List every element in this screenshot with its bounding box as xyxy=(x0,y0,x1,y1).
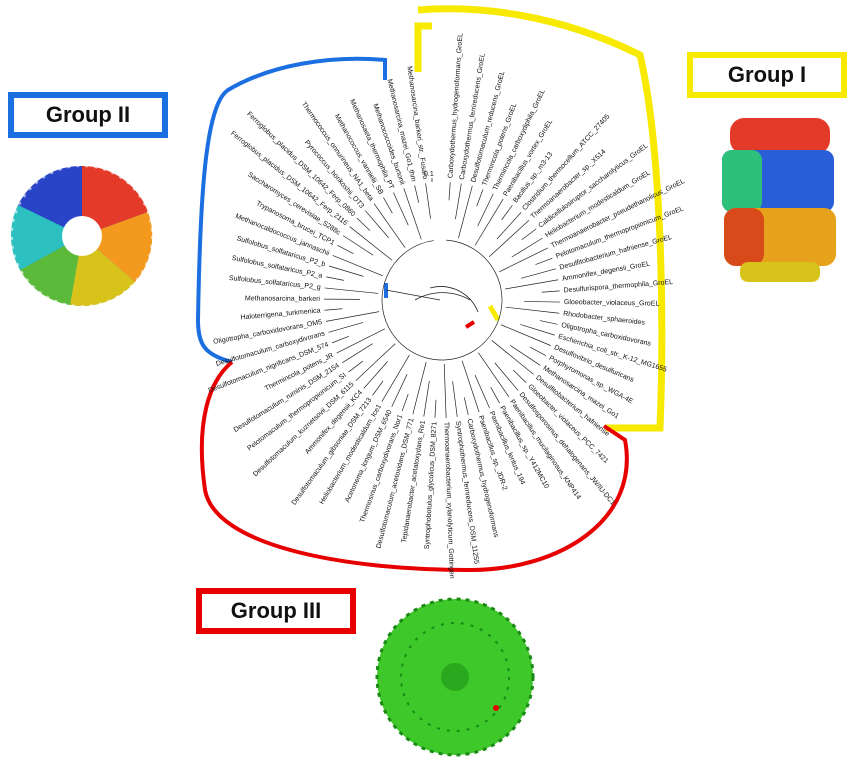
tree-branch xyxy=(520,268,556,279)
tree-branch xyxy=(496,212,522,240)
tree-branch xyxy=(325,311,380,322)
tree-branch xyxy=(348,360,364,373)
tree-branch xyxy=(523,301,560,303)
tree-inner-arc xyxy=(381,239,503,361)
group-iii-protein-structure xyxy=(375,597,535,757)
group-ii-label: Group II xyxy=(8,92,168,138)
tree-branch xyxy=(490,387,500,404)
tree-branch xyxy=(356,217,371,231)
tree-branch xyxy=(478,352,510,398)
tree-branch xyxy=(488,220,530,258)
tree-branch xyxy=(425,183,431,219)
tree-branch xyxy=(501,205,513,220)
tree-branch xyxy=(423,380,430,417)
tree-branch xyxy=(521,228,537,241)
tree-branch xyxy=(401,393,409,412)
tree-branch xyxy=(494,362,519,391)
tree-branch xyxy=(463,397,469,416)
scale-bar-label: 0.1 xyxy=(424,171,434,178)
tree-branch xyxy=(458,185,473,239)
tree-branch xyxy=(499,247,549,273)
tree-branch xyxy=(500,324,551,346)
tree-branch xyxy=(452,381,458,418)
tree-branch xyxy=(477,193,494,227)
tree-leaf-label: Thermoanaerobacterium_xylanolyticum_Gott… xyxy=(442,422,454,579)
tree-branch xyxy=(324,308,343,311)
group-i-protein-structure xyxy=(722,118,836,282)
tree-branch xyxy=(505,306,560,314)
group-i-marker xyxy=(487,304,501,322)
tree-leaves: Carboxydothermus_hydrogenoformans_GroELC… xyxy=(208,33,686,579)
group-i-label: Group I xyxy=(687,52,847,98)
tree-branch xyxy=(393,192,409,226)
group-ii-protein-structure xyxy=(10,165,153,307)
tree-branch xyxy=(383,197,393,214)
tree-branch xyxy=(381,354,410,402)
tree-branch xyxy=(476,189,484,207)
tree-branch xyxy=(455,183,462,220)
tree-branch xyxy=(461,360,480,413)
tree-branch xyxy=(474,198,504,246)
tree-branch xyxy=(324,287,379,294)
tree-leaf-label: Desulfurispora_thermophila_GroEL xyxy=(563,279,673,294)
tree-branch xyxy=(448,182,451,201)
tree-leaf-label: Sulfolobus_solfataricus_P2_g xyxy=(228,275,321,291)
tree-leaf-label: Methanosarcina_barkeri xyxy=(245,295,321,303)
tree-branch xyxy=(491,340,534,375)
tree-leaf-label: Gloeobacter_violaceus_GroEL xyxy=(564,299,660,308)
tree-branch xyxy=(355,343,396,381)
tree-branch xyxy=(520,324,555,336)
group-i-bracket xyxy=(414,5,666,432)
tree-branch xyxy=(363,361,388,389)
group-iii-bracket xyxy=(199,360,629,573)
tree-branch xyxy=(328,265,364,277)
tree-branch xyxy=(474,374,490,409)
tree-leaf-label: Haloterrigena_turkmenica xyxy=(240,307,321,321)
tree-branch xyxy=(412,361,427,415)
tree-branch xyxy=(341,343,373,364)
tree-branch xyxy=(510,345,541,366)
tree-branch xyxy=(391,374,408,407)
group-ii-bracket xyxy=(195,56,387,364)
tree-branch xyxy=(342,235,374,256)
tree-branch xyxy=(326,276,345,281)
tree-branch xyxy=(513,369,527,383)
tree-branch xyxy=(504,279,559,290)
tree-branch xyxy=(443,363,447,418)
tree-branch xyxy=(529,346,547,357)
tree-branch xyxy=(331,336,349,344)
tree-branch xyxy=(328,322,364,333)
tree-branch xyxy=(434,399,437,418)
tree-branch xyxy=(403,188,422,240)
tree-branch xyxy=(372,380,384,396)
tree-branch xyxy=(414,185,420,203)
tree-branch xyxy=(541,290,560,293)
tree-branch xyxy=(364,210,389,238)
tree-branch xyxy=(349,226,393,261)
tree-branch xyxy=(373,203,406,248)
tree-branch xyxy=(511,237,543,258)
tree-branch xyxy=(535,257,553,265)
tree-root xyxy=(385,286,479,313)
tree-branch xyxy=(337,244,354,254)
tree-leaf-label: Clostridium_thermocellum_ATCC_27405 xyxy=(521,113,611,212)
tree-branch xyxy=(336,328,386,354)
group-iii-label: Group III xyxy=(196,588,356,634)
tree-branch xyxy=(539,320,558,325)
tree-leaf-label: Syntrophobotulus_glycolicus_DSM_8271 xyxy=(424,421,439,549)
group-iii-marker xyxy=(464,320,476,329)
tree-branch xyxy=(332,255,383,277)
